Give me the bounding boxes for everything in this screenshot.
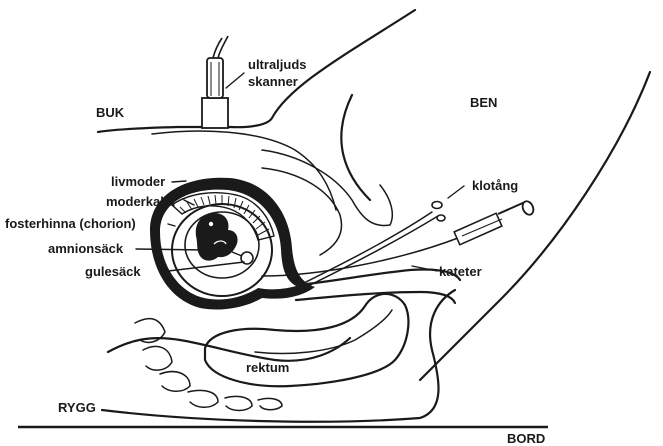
label-rygg: RYGG <box>58 400 96 415</box>
pointer-livmoder <box>172 181 186 182</box>
back-outline <box>102 290 455 422</box>
pointer-klotang <box>448 186 464 198</box>
leg-outline <box>420 72 650 380</box>
label-klotang: klotång <box>472 178 518 193</box>
label-buk: BUK <box>96 105 125 120</box>
pointer-amnionsack <box>136 249 205 250</box>
label-bord: BORD <box>507 431 545 446</box>
forceps <box>300 202 445 291</box>
label-moderkaka: moderkaka <box>106 194 175 209</box>
leg-inner-line <box>341 95 370 200</box>
pointer-scanner <box>226 73 244 88</box>
vaginal-canal-lower <box>296 292 455 303</box>
rectum-outline <box>205 294 408 386</box>
label-gulesack: gulesäck <box>85 264 141 279</box>
label-rektum: rektum <box>246 360 289 375</box>
label-ultraljuds: ultraljuds <box>248 57 307 72</box>
catheter-syringe <box>262 200 535 276</box>
label-fosterhinna: fosterhinna (chorion) <box>5 216 136 231</box>
label-livmoder: livmoder <box>111 174 165 189</box>
label-kateter: kateter <box>439 264 482 279</box>
label-skanner: skanner <box>248 74 298 89</box>
label-amnionsack: amnionsäck <box>48 241 124 256</box>
rectum-inner <box>255 310 392 354</box>
label-ben: BEN <box>470 95 497 110</box>
embryo-eye <box>209 222 213 226</box>
ultrasound-scanner <box>202 36 228 128</box>
